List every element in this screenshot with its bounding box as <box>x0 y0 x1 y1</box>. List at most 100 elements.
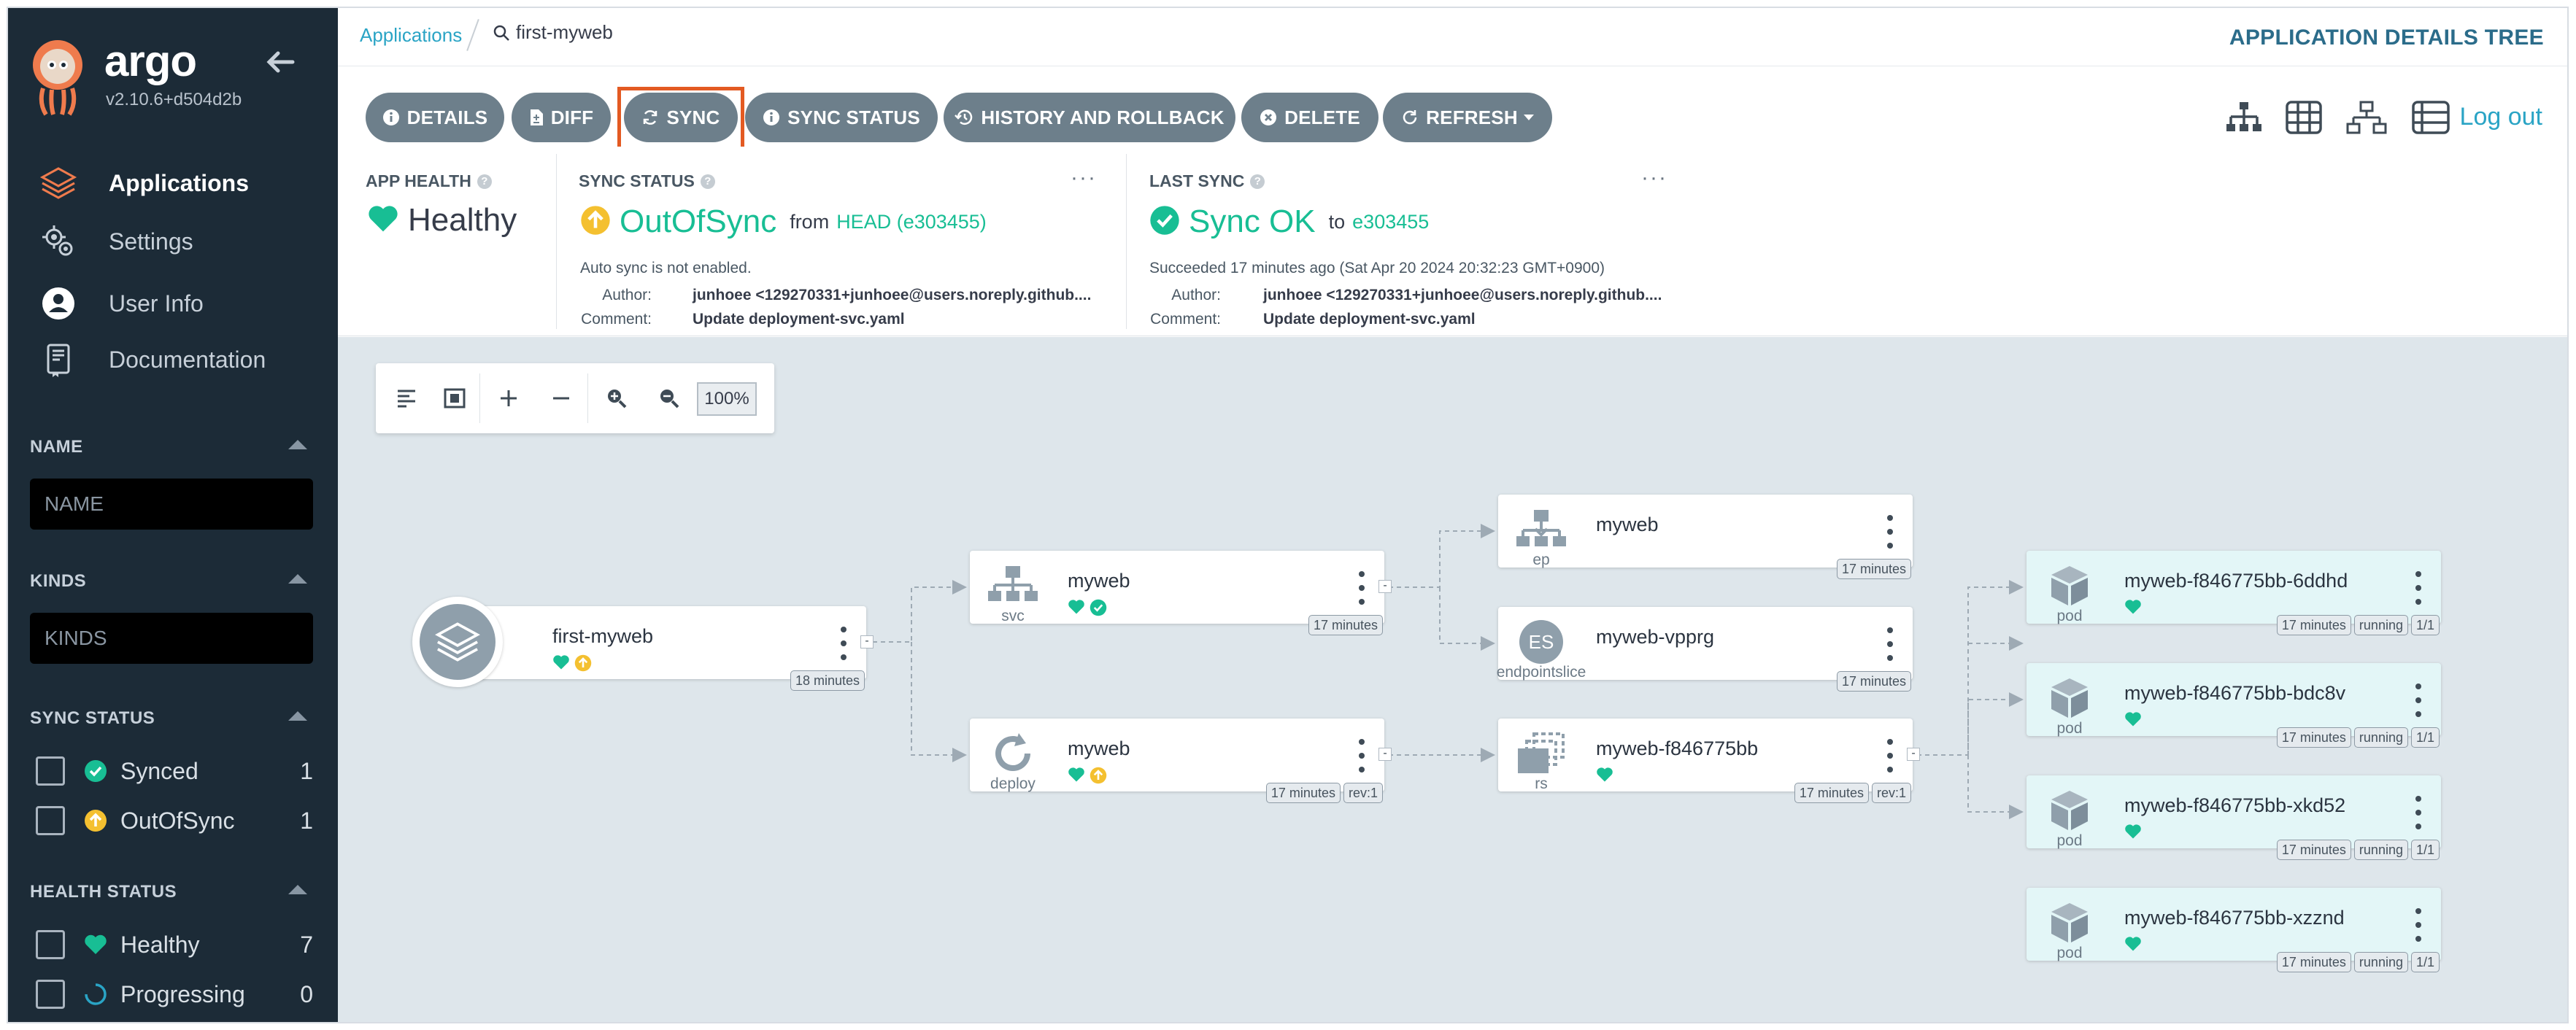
align-left-icon[interactable] <box>387 379 425 417</box>
age-tag: 18 minutes <box>790 670 865 691</box>
author-value: junhoee <129270331+junhoee@users.noreply… <box>1263 287 1662 303</box>
collapse-name-filter-icon[interactable] <box>288 440 307 449</box>
collapse-children-button[interactable]: - <box>1378 580 1392 593</box>
outofsync-checkbox[interactable] <box>36 806 65 835</box>
history-rollback-button[interactable]: HISTORY AND ROLLBACK <box>944 93 1235 142</box>
zoom-out-icon[interactable] <box>650 379 688 417</box>
name-filter-input[interactable] <box>30 479 313 530</box>
last-sync-more-button[interactable]: ··· <box>1641 166 1667 190</box>
healthy-checkbox[interactable] <box>36 930 65 959</box>
tree-view-icon[interactable] <box>2222 98 2266 136</box>
node-menu-button[interactable] <box>1886 627 1894 661</box>
node-menu-button[interactable] <box>2415 796 2422 829</box>
nav-label: Settings <box>109 228 193 255</box>
sync-status-title-text: SYNC STATUS <box>579 171 695 190</box>
breadcrumb-applications-link[interactable]: Applications <box>360 24 463 46</box>
node-name: myweb <box>1068 737 1130 759</box>
help-icon[interactable]: ? <box>477 174 492 189</box>
heart-icon <box>2125 824 2141 839</box>
help-icon[interactable]: ? <box>700 174 715 189</box>
help-icon[interactable]: ? <box>1250 174 1265 189</box>
details-label: DETAILS <box>406 106 488 128</box>
app-node-first-myweb[interactable]: first-myweb 18 minutes - <box>455 606 874 691</box>
kinds-filter-input[interactable] <box>30 613 313 664</box>
filter-progressing[interactable]: Progressing 0 <box>36 978 313 1010</box>
filter-synced[interactable]: Synced 1 <box>36 755 313 787</box>
ready-tag: 1/1 <box>2410 952 2440 972</box>
node-kind: endpointslice <box>1496 664 1586 681</box>
comment-label: Comment: <box>581 311 652 328</box>
refresh-button[interactable]: REFRESH <box>1383 93 1552 142</box>
progressing-checkbox[interactable] <box>36 980 65 1009</box>
author-value: junhoee <129270331+junhoee@users.noreply… <box>693 287 1092 303</box>
last-sync-revision-link[interactable]: e303455 <box>1352 210 1430 233</box>
node-menu-button[interactable] <box>1886 515 1894 549</box>
fit-screen-icon[interactable] <box>436 379 474 417</box>
network-view-icon[interactable] <box>2345 98 2388 136</box>
delete-button[interactable]: DELETE <box>1241 93 1378 142</box>
collapse-children-button[interactable]: - <box>860 635 874 648</box>
filter-healthy[interactable]: Healthy 7 <box>36 929 313 961</box>
ep-node-myweb[interactable]: ep myweb 17 minutes <box>1498 495 1913 579</box>
node-status <box>1596 767 1613 783</box>
author-label: Author: <box>602 287 652 303</box>
collapse-children-button[interactable]: - <box>1907 748 1920 761</box>
diff-button[interactable]: DIFF <box>512 93 611 142</box>
info-icon <box>763 109 780 126</box>
expand-icon[interactable] <box>490 379 528 417</box>
application-icon[interactable] <box>412 597 503 687</box>
node-status <box>552 654 592 672</box>
endpointslice-node-myweb-vpprg[interactable]: ES endpointslice myweb-vpprg 17 minutes <box>1496 607 1913 692</box>
sync-status-button[interactable]: SYNC STATUS <box>745 93 938 142</box>
collapse-icon[interactable] <box>542 379 580 417</box>
sync-status-value: OutOfSync <box>620 204 777 239</box>
nav-applications[interactable]: Applications <box>39 161 249 205</box>
node-name: first-myweb <box>552 625 654 647</box>
pods-grid-view-icon[interactable] <box>2282 98 2326 136</box>
collapse-children-button[interactable]: - <box>1378 748 1392 761</box>
list-view-icon[interactable] <box>2409 98 2453 136</box>
node-kind: svc <box>1001 608 1025 624</box>
node-menu-button[interactable] <box>2415 908 2422 942</box>
details-button[interactable]: DETAILS <box>366 93 504 142</box>
node-menu-button[interactable] <box>840 627 847 660</box>
node-menu-button[interactable] <box>2415 571 2422 605</box>
age-tag: 17 minutes <box>2276 615 2351 635</box>
filter-outofsync[interactable]: OutOfSync 1 <box>36 805 313 837</box>
collapse-sidebar-button[interactable] <box>265 46 297 78</box>
sync-button[interactable]: SYNC <box>624 93 738 142</box>
ready-tag: 1/1 <box>2410 615 2440 635</box>
heart-icon <box>553 655 569 670</box>
node-name: myweb-f846775bb-xkd52 <box>2124 794 2346 816</box>
last-sync-note: Succeeded 17 minutes ago (Sat Apr 20 202… <box>1149 260 1605 276</box>
breadcrumb-separator <box>466 19 479 51</box>
collapse-health-filter-icon[interactable] <box>288 885 307 894</box>
node-menu-button[interactable] <box>1358 571 1365 605</box>
nav-user-info[interactable]: User Info <box>39 282 204 325</box>
collapse-kinds-filter-icon[interactable] <box>288 574 307 584</box>
collapse-sync-filter-icon[interactable] <box>288 711 307 721</box>
sync-status-more-button[interactable]: ··· <box>1071 166 1097 190</box>
logout-link[interactable]: Log out <box>2459 103 2542 131</box>
check-circle-icon <box>1149 205 1180 239</box>
resource-tree-canvas[interactable]: 100% first-myweb <box>338 337 2567 1022</box>
heart-icon <box>1597 767 1613 782</box>
node-menu-button[interactable] <box>1358 739 1365 773</box>
node-menu-button[interactable] <box>2415 684 2422 717</box>
replicaset-icon <box>1513 730 1570 777</box>
nav-settings[interactable]: Settings <box>39 220 193 263</box>
zoom-in-icon[interactable] <box>598 379 636 417</box>
nav-documentation[interactable]: Documentation <box>39 338 266 382</box>
synced-checkbox[interactable] <box>36 756 65 786</box>
node-menu-button[interactable] <box>1886 739 1894 773</box>
sync-revision-link[interactable]: HEAD (e303455) <box>836 210 987 233</box>
breadcrumb-current[interactable]: first-myweb <box>493 21 613 44</box>
svc-node-myweb[interactable]: svc myweb 17 minutes - <box>970 551 1392 635</box>
